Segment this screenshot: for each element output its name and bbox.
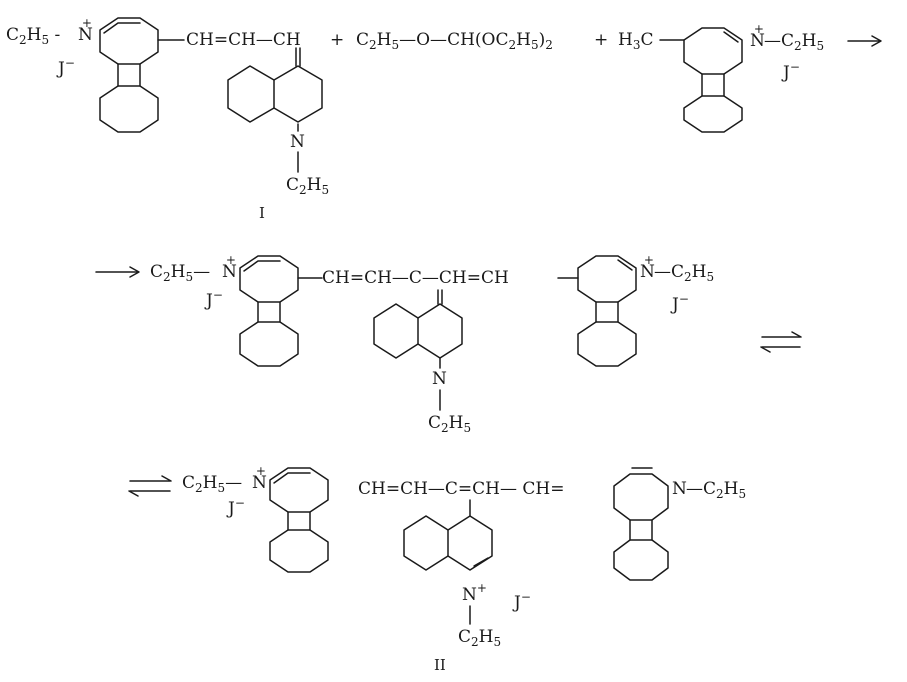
intermediate-left-n-plus: N+ bbox=[222, 253, 237, 282]
product-lower-iodide: J− bbox=[512, 590, 531, 613]
reactant1-ethyl-label: C2H5 - bbox=[6, 25, 60, 47]
intermediate-right-ring bbox=[577, 255, 637, 367]
reactant1-lower-ethyl: C2H5 bbox=[286, 175, 329, 197]
intermediate-right-ethyl: —C2H5 bbox=[654, 262, 714, 284]
reactant1-n-plus: N+ bbox=[78, 16, 93, 45]
product-left-iodide: J− bbox=[226, 496, 245, 519]
equilibrium-arrow-2 bbox=[128, 475, 172, 497]
forward-arrow-2 bbox=[95, 266, 140, 278]
product-central-ring bbox=[403, 499, 493, 571]
intermediate-right-iodide: J− bbox=[670, 292, 689, 315]
product-right-n: N bbox=[672, 479, 687, 499]
product-right-ethyl: —C2H5 bbox=[686, 479, 746, 501]
reactant2-iodide: J− bbox=[781, 60, 800, 83]
equilibrium-arrow-1 bbox=[760, 331, 802, 353]
intermediate-lower-n: N bbox=[432, 369, 447, 389]
forward-arrow-1 bbox=[847, 35, 882, 47]
intermediate-left-ring bbox=[239, 255, 299, 367]
product-methine-chain: CH=CH—C=CH— CH= bbox=[358, 479, 564, 499]
intermediate-central-ring bbox=[373, 289, 463, 369]
product-left-ring bbox=[269, 467, 329, 573]
intermediate-right-n-plus: N+ bbox=[640, 253, 655, 282]
reactant1-lower-n: N bbox=[290, 132, 305, 152]
reactant1-quinoline-ring bbox=[227, 47, 323, 123]
compound-label-i: I bbox=[259, 204, 265, 222]
plus-sign-1: + bbox=[330, 30, 344, 50]
intermediate-methine-chain: CH=CH—C—CH=CH bbox=[322, 268, 509, 288]
reactant1-iodide: J− bbox=[56, 56, 75, 79]
product-right-ring bbox=[613, 467, 669, 581]
product-lower-ethyl: C2H5 bbox=[458, 627, 501, 649]
product-left-ethyl: C2H5— bbox=[182, 473, 242, 495]
compound-label-ii: II bbox=[434, 656, 446, 674]
intermediate-left-ethyl: C2H5— bbox=[150, 262, 210, 284]
reactant2-n-plus: N+ bbox=[750, 22, 765, 51]
product-left-n-plus: N+ bbox=[252, 464, 267, 493]
orthoester-reagent: C2H5—O—CH(OC2H5)2 bbox=[356, 30, 553, 52]
reactant2-lepidinium-ring bbox=[683, 27, 743, 133]
plus-sign-2: + bbox=[594, 30, 608, 50]
reactant1-methine-chain: CH=CH—CH bbox=[186, 30, 301, 50]
reactant2-methyl: H3C bbox=[618, 30, 653, 52]
intermediate-lower-ethyl: C2H5 bbox=[428, 413, 471, 435]
intermediate-left-iodide: J− bbox=[204, 288, 223, 311]
product-lower-n-plus: N+ bbox=[462, 581, 487, 605]
reactant2-ethyl: —C2H5 bbox=[764, 31, 824, 53]
reactant1-quinolinium-ring bbox=[99, 17, 159, 133]
